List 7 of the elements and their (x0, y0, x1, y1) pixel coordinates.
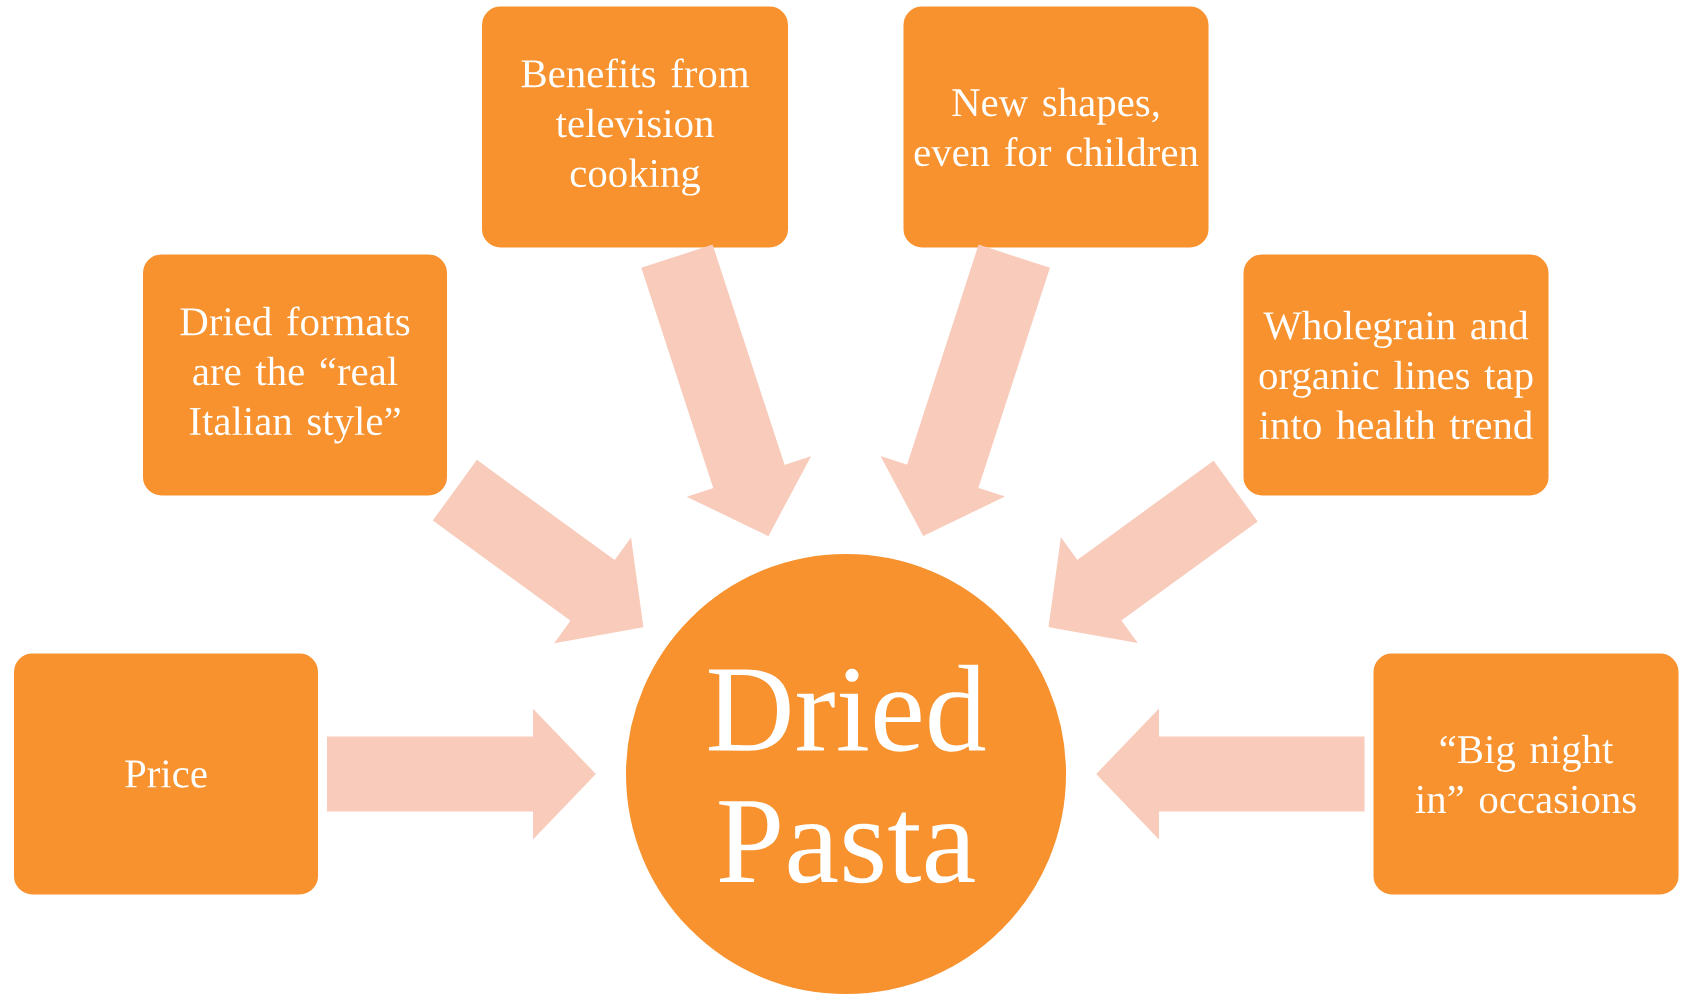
factor-box: Benefits from television cooking (479, 3, 791, 251)
factor-box: New shapes, even for children (900, 3, 1212, 251)
factor-box: Wholegrain and organic lines tap into health trend (1240, 251, 1552, 499)
circle-node: Dried Pasta (624, 552, 1068, 995)
factor-box: Dried formats are the “real Italian style” (140, 251, 450, 499)
factor-box: “Big night in” occasions (1370, 650, 1682, 898)
factor-box: Price (11, 650, 321, 898)
